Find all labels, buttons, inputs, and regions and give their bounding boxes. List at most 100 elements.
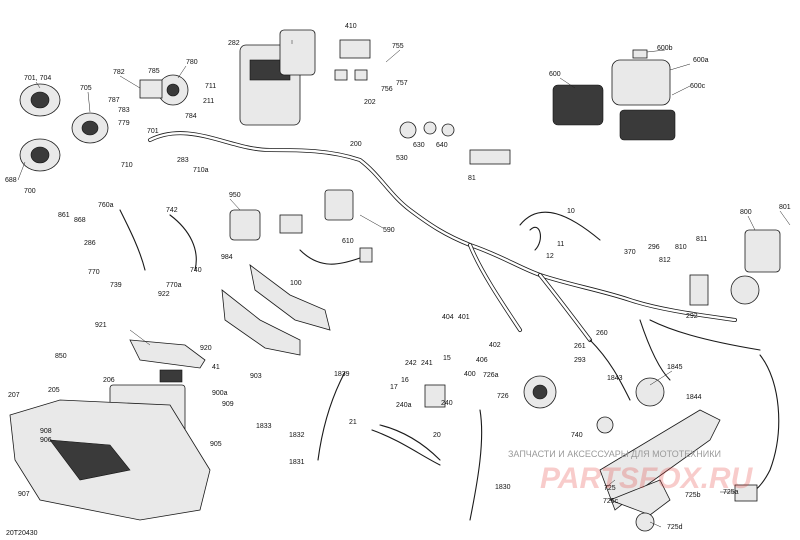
label-410: 410	[345, 23, 357, 30]
watermark: ЗАПЧАСТИ И АКСЕССУАРЫ ДЛЯ МОТОТЕХНИКИ PA…	[508, 449, 754, 495]
label-770a: 770a	[166, 282, 182, 289]
watermark-logo: PARTSFOX.RU	[540, 462, 754, 495]
label-400: 400	[464, 371, 476, 378]
label-705: 705	[80, 85, 92, 92]
label-757: 757	[396, 80, 408, 87]
label-1832: 1832	[289, 432, 305, 439]
label-293: 293	[574, 357, 586, 364]
label-950: 950	[229, 192, 241, 199]
label-600a: 600a	[693, 57, 709, 64]
label-241: 241	[421, 360, 433, 367]
label-801: 801	[779, 204, 791, 211]
label-760a: 760a	[98, 202, 114, 209]
label-811: 811	[696, 236, 707, 243]
label-787: 787	[108, 97, 120, 104]
label-20: 20	[433, 432, 441, 439]
label-785: 785	[148, 68, 160, 75]
label-900a: 900a	[212, 390, 228, 397]
label-240a: 240a	[396, 402, 412, 409]
label-907: 907	[18, 491, 30, 498]
label-725b: 725b	[685, 492, 701, 499]
label-783: 783	[118, 107, 130, 114]
label-205: 205	[48, 387, 60, 394]
label-868: 868	[74, 217, 86, 224]
label-740: 740	[190, 267, 202, 274]
label-402: 402	[489, 342, 501, 349]
label-725: 725	[604, 485, 616, 492]
label-11: 11	[557, 241, 564, 248]
label-283: 283	[177, 157, 189, 164]
label-600b: 600b	[657, 45, 673, 52]
label-16: 16	[401, 377, 409, 384]
label-909: 909	[222, 401, 234, 408]
label-211: 211	[203, 98, 214, 105]
label-292: 292	[686, 313, 698, 320]
label-906: 906	[40, 437, 52, 444]
label-202: 202	[364, 99, 376, 106]
label-207: 207	[8, 392, 20, 399]
label-81: 81	[468, 175, 476, 182]
label-920: 920	[200, 345, 212, 352]
label-406: 406	[476, 357, 488, 364]
label-700: 700	[24, 188, 36, 195]
label-41: 41	[212, 364, 220, 371]
label-742: 742	[166, 207, 178, 214]
label-370: 370	[624, 249, 636, 256]
label-630: 630	[413, 142, 425, 149]
label-1839: 1839	[334, 371, 350, 378]
label-710a: 710a	[193, 167, 209, 174]
leader-lines	[17, 40, 791, 528]
label-922: 922	[158, 291, 170, 298]
label-260: 260	[596, 330, 608, 337]
label-296: 296	[648, 244, 660, 251]
label-740b: 740	[571, 432, 583, 439]
label-739: 739	[110, 282, 122, 289]
label-286: 286	[84, 240, 96, 247]
label-800: 800	[740, 209, 752, 216]
label-15: 15	[443, 355, 451, 362]
label-1833: 1833	[256, 423, 272, 430]
label-282: 282	[228, 40, 240, 47]
main-harness	[148, 131, 737, 342]
label-1845: 1845	[667, 364, 683, 371]
label-401: 401	[458, 314, 470, 321]
label-725a: 725a	[723, 489, 739, 496]
label-240: 240	[441, 400, 453, 407]
label-780: 780	[186, 59, 198, 66]
label-242: 242	[405, 360, 417, 367]
label-812: 812	[659, 257, 671, 264]
components	[9, 29, 781, 532]
label-755: 755	[392, 43, 404, 50]
label-908: 908	[40, 428, 52, 435]
label-600: 600	[549, 71, 561, 78]
label-640: 640	[436, 142, 448, 149]
part-labels: 701, 704 705 782 785 780 711 784 779 783…	[5, 23, 791, 531]
label-12: 12	[546, 253, 554, 260]
label-711: 711	[205, 83, 216, 90]
label-200: 200	[350, 141, 362, 148]
diagram-reference: 20T20430	[6, 530, 38, 537]
label-710: 710	[121, 162, 133, 169]
label-10: 10	[567, 208, 575, 215]
label-100: 100	[290, 280, 302, 287]
label-726: 726	[497, 393, 509, 400]
label-701-704: 701, 704	[24, 75, 51, 82]
label-984: 984	[221, 254, 233, 261]
label-725d: 725d	[667, 524, 683, 531]
label-261: 261	[574, 343, 586, 350]
label-600c: 600c	[690, 83, 706, 90]
label-770: 770	[88, 269, 100, 276]
label-921: 921	[95, 322, 107, 329]
label-861: 861	[58, 212, 70, 219]
label-756: 756	[381, 86, 393, 93]
label-1830: 1830	[495, 484, 511, 491]
watermark-text: ЗАПЧАСТИ И АКСЕССУАРЫ ДЛЯ МОТОТЕХНИКИ	[508, 449, 721, 459]
label-903: 903	[250, 373, 262, 380]
label-610: 610	[342, 238, 354, 245]
label-590: 590	[383, 227, 395, 234]
label-530: 530	[396, 155, 408, 162]
label-782: 782	[113, 69, 125, 76]
label-1843: 1843	[607, 375, 623, 382]
label-784: 784	[185, 113, 197, 120]
